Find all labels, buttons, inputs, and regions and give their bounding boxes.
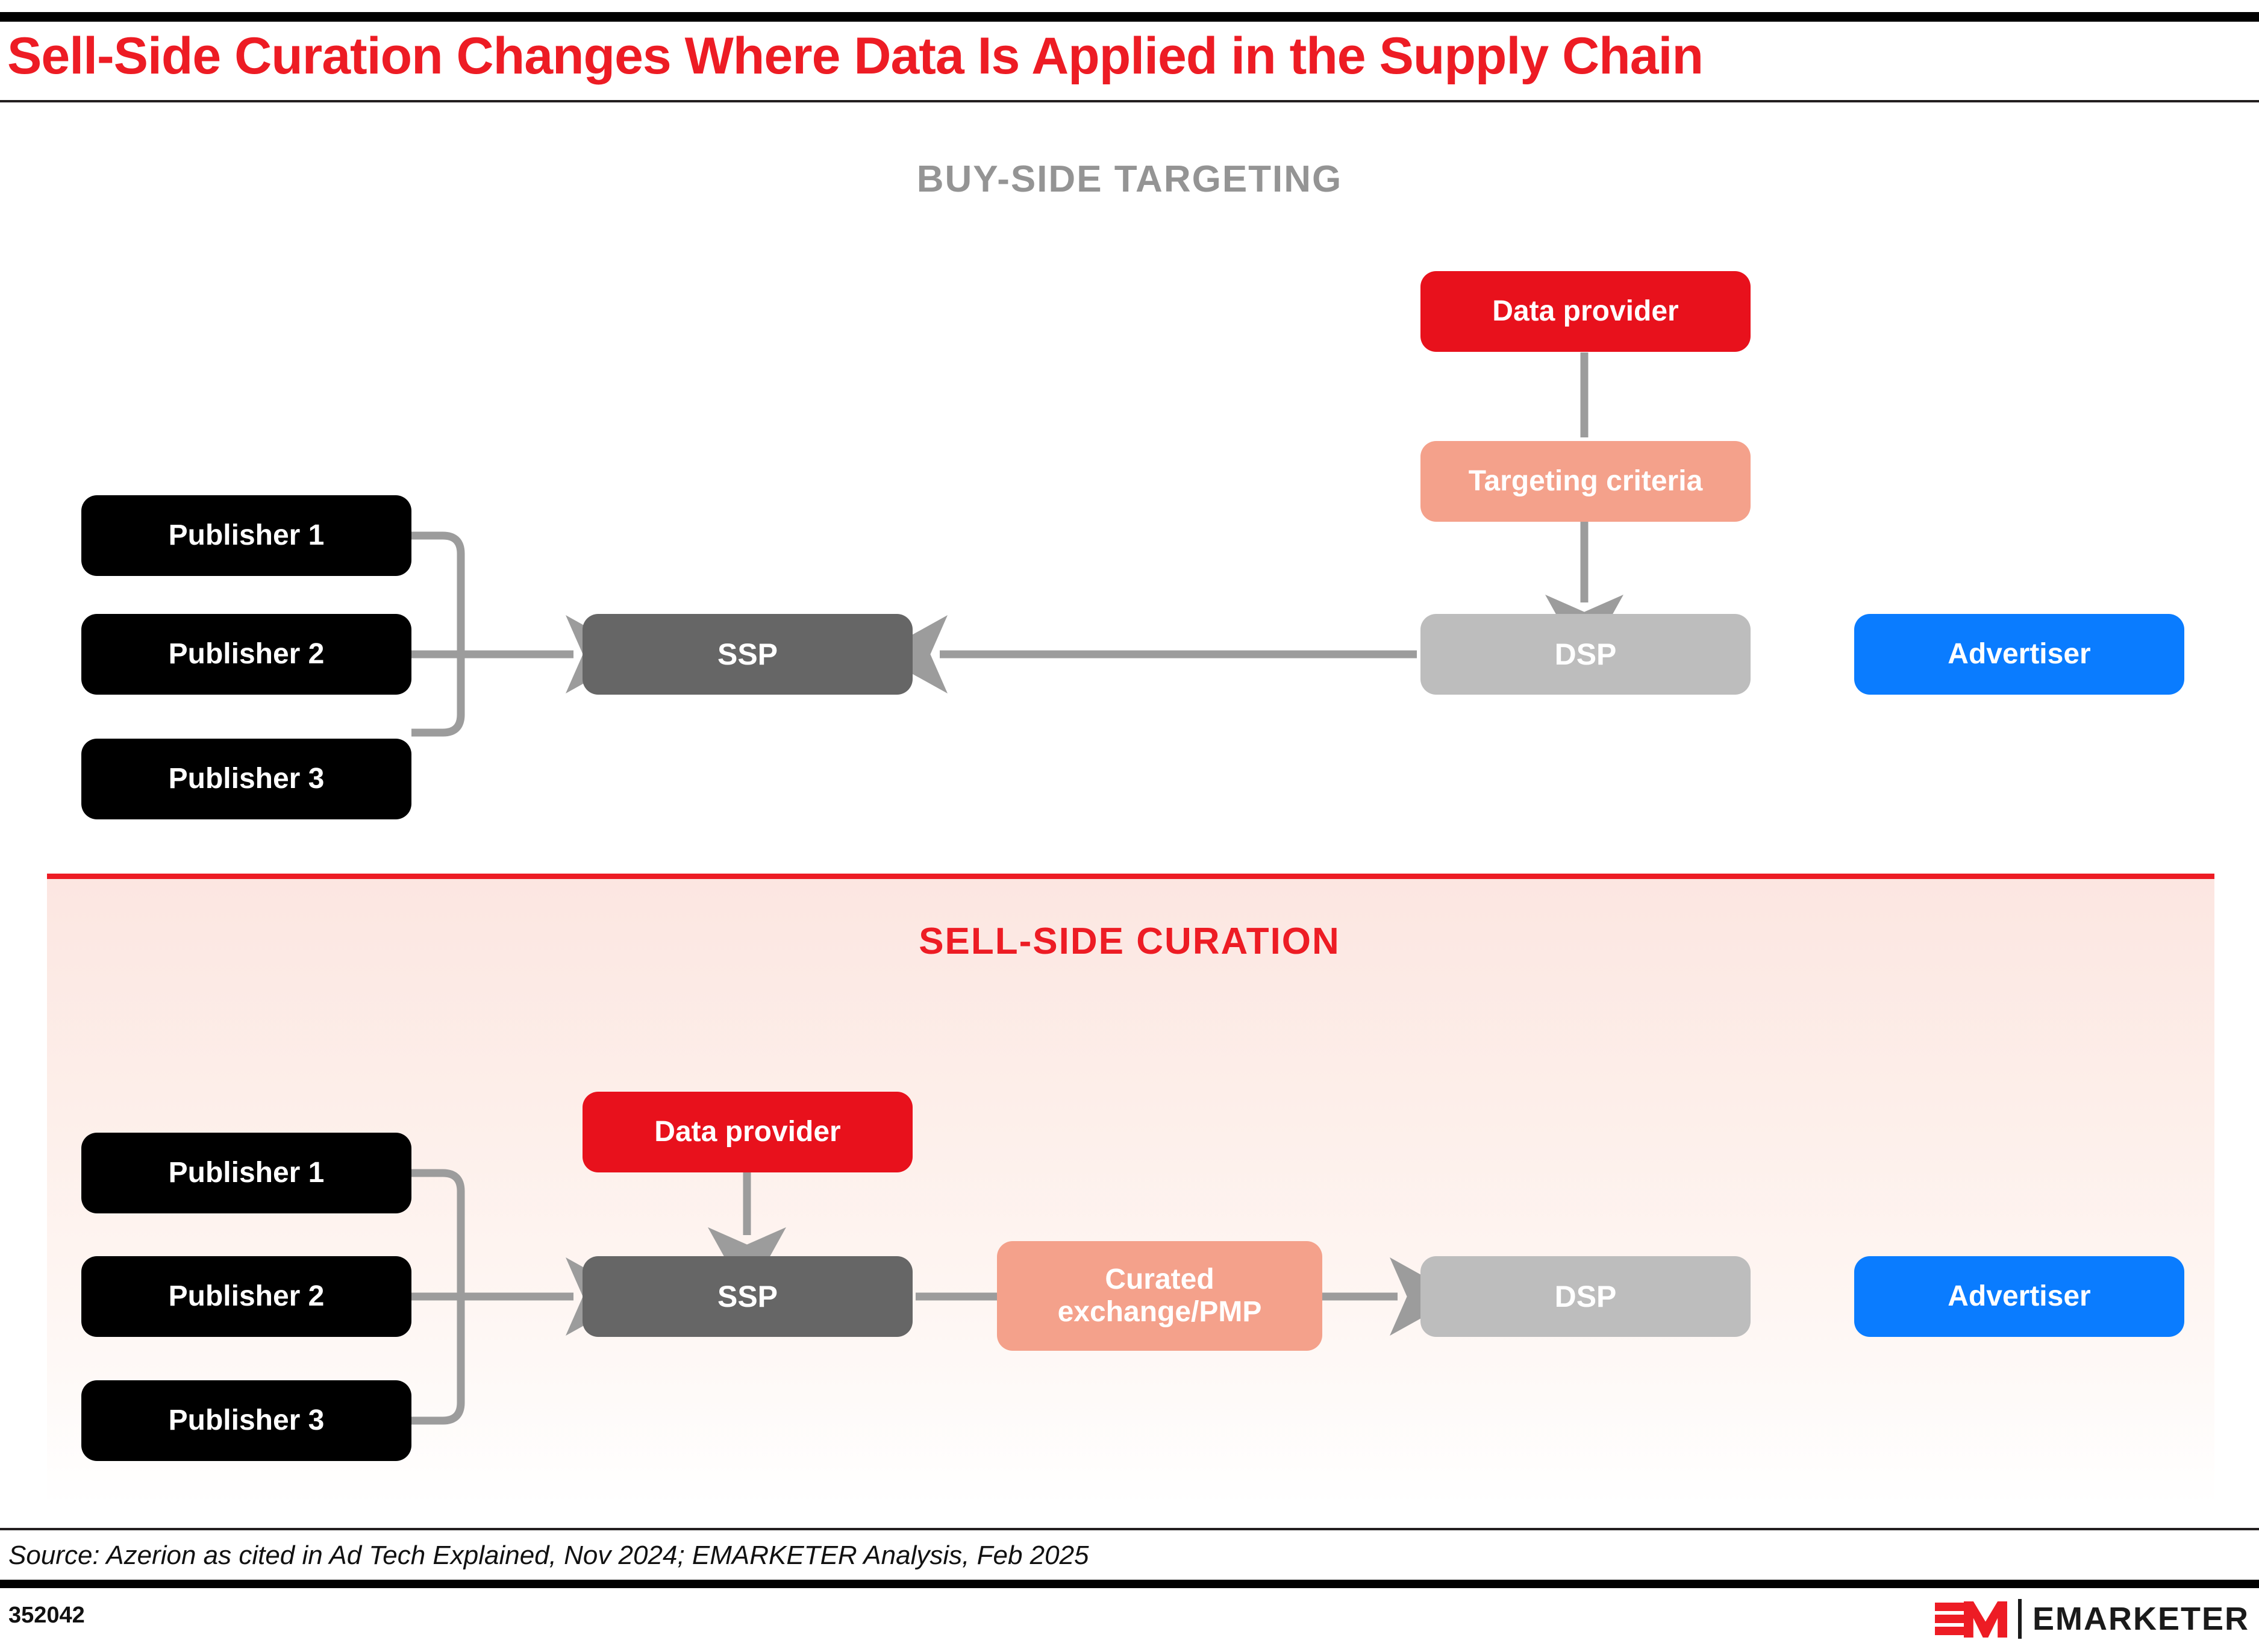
logo-divider-icon <box>2017 1599 2022 1639</box>
node-advertiser-buy[interactable]: Advertiser <box>1854 614 2184 695</box>
source-note: Source: Azerion as cited in Ad Tech Expl… <box>8 1541 1089 1570</box>
node-ssp-buy[interactable]: SSP <box>583 614 913 695</box>
node-data-provider-sell[interactable]: Data provider <box>583 1092 913 1172</box>
node-publisher-2-sell[interactable]: Publisher 2 <box>81 1256 411 1337</box>
node-curated-exchange-pmp[interactable]: Curated exchange/PMP <box>997 1241 1322 1351</box>
curated-label-line2: exchange/PMP <box>1057 1296 1262 1328</box>
sell-side-red-rule <box>47 874 2214 879</box>
node-publisher-2-buy[interactable]: Publisher 2 <box>81 614 411 695</box>
node-advertiser-sell[interactable]: Advertiser <box>1854 1256 2184 1337</box>
node-ssp-sell[interactable]: SSP <box>583 1256 913 1337</box>
footer-divider <box>0 1528 2259 1530</box>
node-publisher-3-sell[interactable]: Publisher 3 <box>81 1380 411 1461</box>
curated-label-line1: Curated <box>1105 1263 1214 1296</box>
section-header-sell-side: SELL-SIDE CURATION <box>919 921 1340 962</box>
node-dsp-sell[interactable]: DSP <box>1420 1256 1751 1337</box>
emarketer-logo: EMARKETER <box>1934 1597 2249 1641</box>
node-publisher-1-buy[interactable]: Publisher 1 <box>81 495 411 576</box>
node-data-provider-buy[interactable]: Data provider <box>1420 271 1751 352</box>
node-publisher-3-buy[interactable]: Publisher 3 <box>81 739 411 819</box>
reference-number: 352042 <box>8 1603 85 1628</box>
em-monogram-icon <box>1934 1599 2007 1639</box>
section-header-buy-side: BUY-SIDE TARGETING <box>916 158 1343 200</box>
connector-publishers-to-ssp-top <box>411 531 560 737</box>
node-targeting-criteria[interactable]: Targeting criteria <box>1420 441 1751 522</box>
top-black-bar <box>0 12 2259 22</box>
header-divider <box>0 100 2259 102</box>
node-dsp-buy[interactable]: DSP <box>1420 614 1751 695</box>
brand-wordmark: EMARKETER <box>2032 1601 2249 1637</box>
node-publisher-1-sell[interactable]: Publisher 1 <box>81 1133 411 1213</box>
footer-black-bar <box>0 1580 2259 1588</box>
page-title: Sell-Side Curation Changes Where Data Is… <box>7 27 1704 85</box>
